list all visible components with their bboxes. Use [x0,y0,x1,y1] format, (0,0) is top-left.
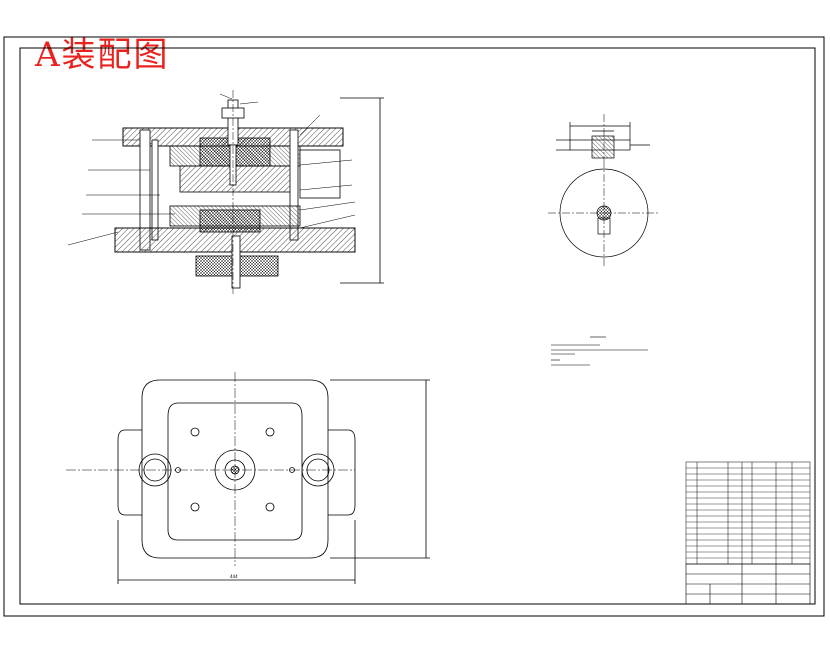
technical-notes [551,336,648,366]
workpiece-detail-view [548,114,660,266]
plan-view [66,372,430,584]
sheet-border [3,36,825,617]
plan-width-dimension: 444 [230,574,238,579]
drawing-title: A装配图 [35,35,170,75]
parts-list-table [685,461,811,565]
parts-list-rows [686,467,810,559]
title-block [685,563,811,605]
front-section-view [67,90,384,296]
